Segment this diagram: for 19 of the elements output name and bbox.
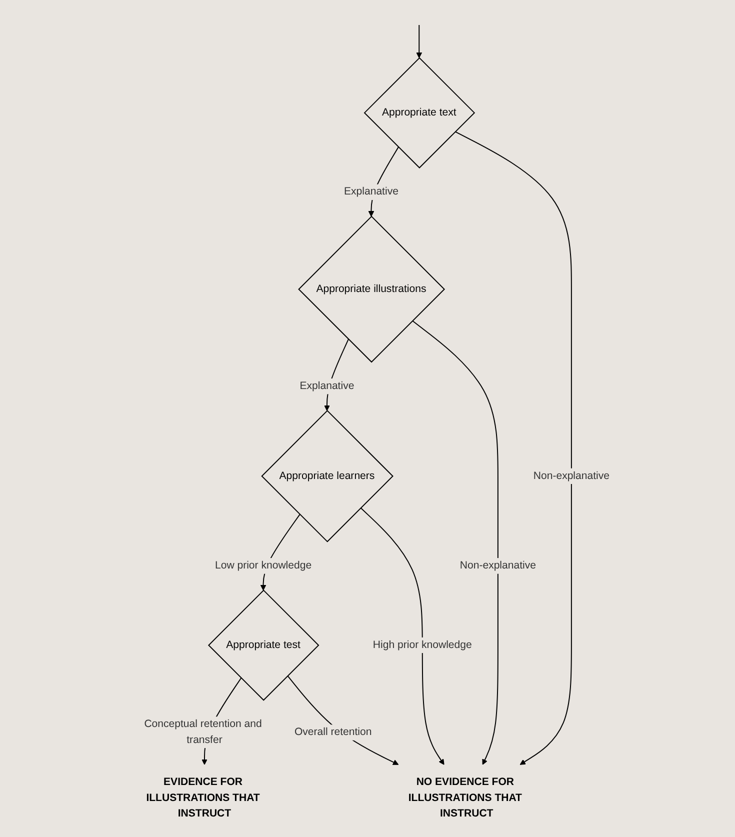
arrow [454,131,572,765]
edge-label: Low prior knowledge [214,560,312,572]
edge-label: Conceptual retention and transfer [144,718,262,746]
edge-label: Non-explanative [460,560,536,572]
node-diamond: Appropriate learners [261,410,394,542]
arrow [412,320,498,765]
edge-label: Explanative [300,380,354,392]
edge-label: Explanative [344,186,398,198]
node-text: EVIDENCE FOR ILLUSTRATIONS THAT INSTRUCT [146,776,260,820]
arrow [416,24,422,58]
arrow [360,507,444,765]
node-diamond: Appropriate text [364,57,476,168]
edge-label: High prior knowledge [372,639,472,650]
node-text: NO EVIDENCE FOR ILLUSTRATIONS THAT INSTRUCT [408,776,522,820]
node-diamond: Appropriate illustrations [298,216,446,363]
edge-label: Non-explanative [533,470,610,482]
edge-label: Overall retention [294,726,372,738]
node-diamond: Appropriate test [208,590,320,701]
arrow [287,675,399,765]
